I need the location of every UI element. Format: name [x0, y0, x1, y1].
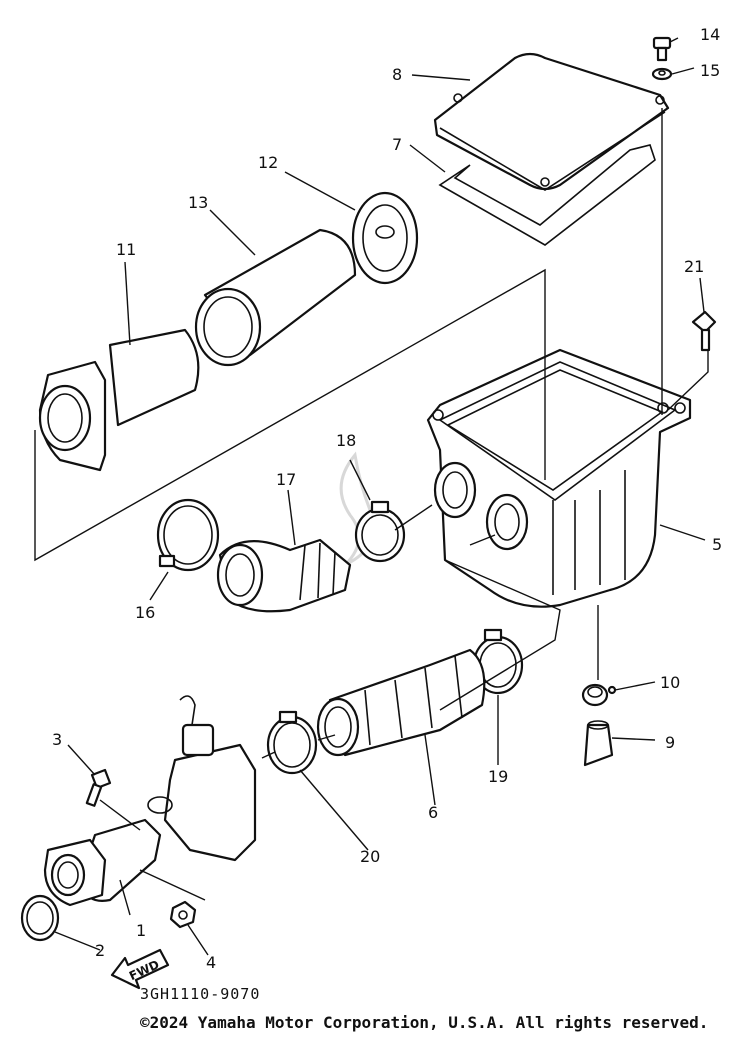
carburetor-joint [316, 648, 486, 757]
callout-21: 21 [684, 257, 704, 276]
copyright-notice: ©2024 Yamaha Motor Corporation, U.S.A. A… [140, 1013, 709, 1032]
hose-clamp-16 [156, 498, 220, 572]
callout-20: 20 [360, 847, 380, 866]
element-plate [351, 191, 419, 285]
callout-17: 17 [276, 470, 296, 489]
callout-15: 15 [700, 61, 720, 80]
callout-6: 6 [428, 803, 438, 822]
hose-clamp-18 [354, 500, 406, 563]
callout-18: 18 [336, 431, 356, 450]
air-box-cover [433, 52, 670, 191]
callout-7: 7 [392, 135, 402, 154]
element-guide [38, 328, 200, 472]
callout-10: 10 [660, 673, 680, 692]
air-filter-element [194, 228, 357, 367]
hose-clamp-20 [266, 710, 318, 775]
manifold-bolt [85, 768, 112, 807]
callout-2: 2 [95, 941, 105, 960]
o-ring [20, 894, 60, 942]
washer [651, 67, 673, 81]
callout-8: 8 [392, 65, 402, 84]
manifold-nut [169, 900, 197, 929]
drain-clamp [581, 683, 617, 707]
callout-4: 4 [206, 953, 216, 972]
callout-5: 5 [712, 535, 722, 554]
screw [652, 36, 672, 62]
forward-arrow-icon: FWD [110, 948, 170, 990]
hose-clamp-19 [472, 628, 524, 695]
callout-11: 11 [116, 240, 136, 259]
air-filter-case [426, 348, 692, 608]
leader-lines [54, 37, 706, 956]
callout-16: 16 [135, 603, 155, 622]
callout-3: 3 [52, 730, 62, 749]
callout-19: 19 [488, 767, 508, 786]
intake-manifold [43, 818, 162, 907]
callout-14: 14 [700, 25, 720, 44]
carburetor [147, 695, 257, 862]
callout-1: 1 [136, 921, 146, 940]
callout-12: 12 [258, 153, 278, 172]
air-duct [216, 538, 352, 613]
guide-lines [34, 108, 709, 901]
drain-cap [583, 720, 614, 767]
callout-9: 9 [665, 733, 675, 752]
callout-13: 13 [188, 193, 208, 212]
bolt [691, 310, 717, 352]
drawing-code: 3GH1110-9070 [140, 985, 261, 1003]
callouts: 1 2 3 4 5 6 7 8 9 10 11 12 13 14 15 16 1… [52, 25, 722, 972]
cover-gasket [438, 144, 656, 246]
